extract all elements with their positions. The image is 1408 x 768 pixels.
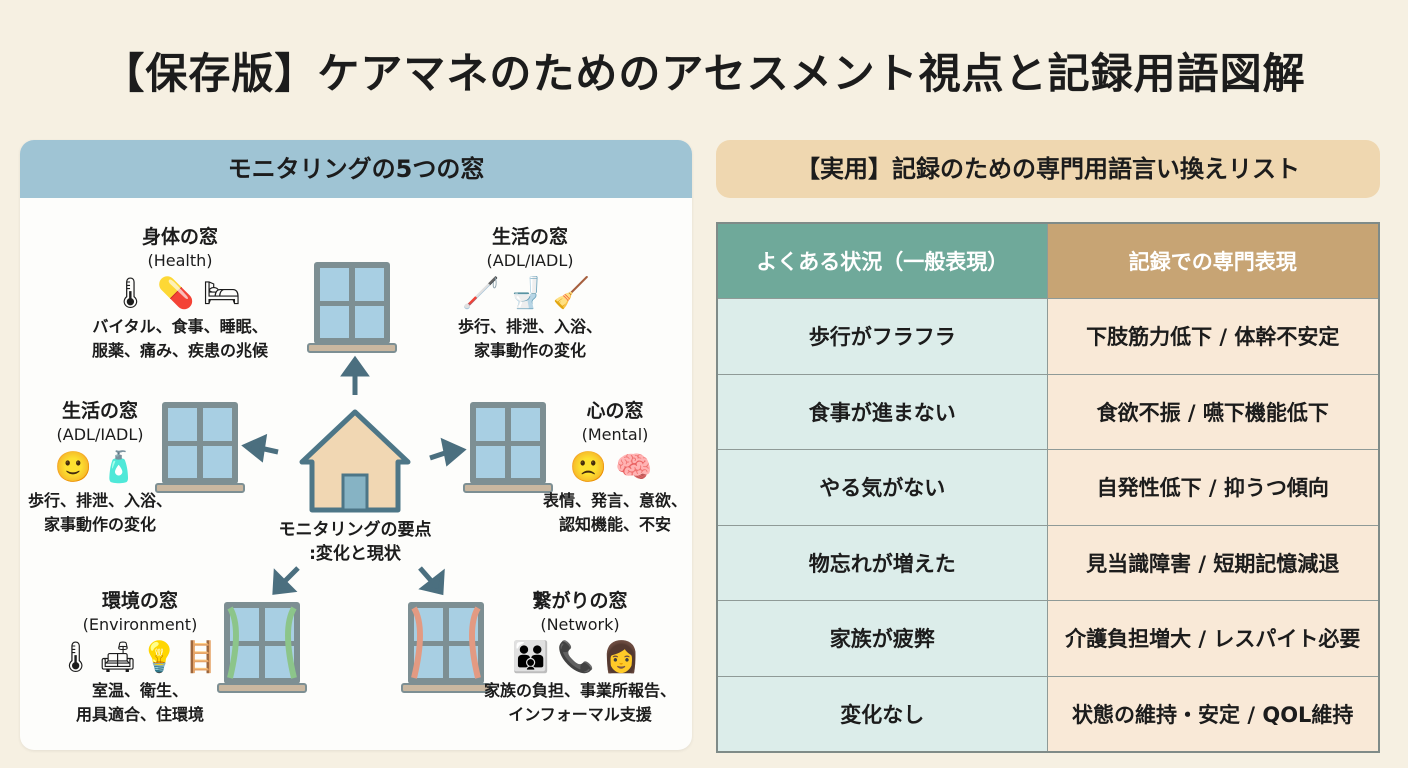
general-expression-cell: 食事が進まない xyxy=(716,373,1048,450)
general-expression-cell: 変化なし xyxy=(716,675,1048,752)
table-row: 食事が進まない食欲不振 / 嚥下機能低下 xyxy=(716,373,1380,450)
window-detail: 認知機能、不安 xyxy=(558,515,671,534)
window-title: 繋がりの窓 xyxy=(532,590,628,612)
environment-icons: 🌡🛋💡🪜 xyxy=(50,640,230,675)
table-row: 物忘れが増えた見当識障害 / 短期記憶減退 xyxy=(716,524,1380,601)
window-diagram xyxy=(155,261,553,693)
window-network xyxy=(401,601,491,693)
table-row: 変化なし状態の維持・安定 / QOL維持 xyxy=(716,675,1380,752)
window-title: 生活の窓 xyxy=(491,226,568,248)
family-icon: 👪 xyxy=(511,640,558,675)
window-detail: 歩行、排泄、入浴、 xyxy=(457,317,602,336)
sad-face-icon: 🙁 xyxy=(569,450,615,485)
window-detail: 歩行、排泄、入浴、 xyxy=(27,491,172,510)
column-header-professional: 記録での専門表現 xyxy=(1046,222,1380,299)
window-subtitle: (ADL/IADL) xyxy=(486,251,574,270)
window-detail: 家事動作の変化 xyxy=(473,341,586,360)
window-title: 心の窓 xyxy=(586,400,644,422)
brain-icon: 🧠 xyxy=(615,450,661,485)
table-row: 歩行がフラフラ下肢筋力低下 / 体幹不安定 xyxy=(716,298,1380,375)
window-group-environment: 環境の窓 (Environment) 🌡🛋💡🪜 室温、衛生、 用具適合、住環境 xyxy=(50,586,230,727)
vacuum-icon: 🧹 xyxy=(552,276,599,311)
window-group-health: 身体の窓 (Health) 🌡💊🛏 バイタル、食事、睡眠、 服薬、痛み、疾患の兆… xyxy=(60,222,300,363)
professional-term-cell: 食欲不振 / 嚥下機能低下 xyxy=(1046,373,1380,450)
window-detail: 用具適合、住環境 xyxy=(75,705,204,724)
center-label: :変化と現状 xyxy=(309,544,401,564)
window-detail: 服薬、痛み、疾患の兆候 xyxy=(91,341,268,360)
monitoring-windows-panel: モニタリングの5つの窓 xyxy=(20,140,692,750)
toilet-icon: 🚽 xyxy=(507,276,553,311)
window-subtitle: (ADL/IADL) xyxy=(56,425,144,444)
window-title: 身体の窓 xyxy=(141,226,218,248)
adl-icons: 🙂🧴 xyxy=(20,450,180,485)
bed-icon: 🛏 xyxy=(202,276,249,311)
monitoring-key-point: モニタリングの要点 :変化と現状 xyxy=(245,518,465,566)
terminology-table: よくある状況（一般表現） 記録での専門表現 歩行がフラフラ下肢筋力低下 / 体幹… xyxy=(716,222,1380,753)
window-subtitle: (Health) xyxy=(147,251,213,270)
house-icon xyxy=(299,409,411,513)
thermometer-icon: 🌡 xyxy=(56,640,99,675)
window-group-adl-left: 生活の窓 (ADL/IADL) 🙂🧴 歩行、排泄、入浴、 家事動作の変化 xyxy=(20,396,180,537)
window-title: 環境の窓 xyxy=(101,590,178,612)
professional-term-cell: 状態の維持・安定 / QOL維持 xyxy=(1046,675,1380,752)
table-row: やる気がない自発性低下 / 抑うつ傾向 xyxy=(716,449,1380,526)
health-icons: 🌡💊🛏 xyxy=(60,276,300,311)
window-environment xyxy=(217,601,307,693)
professional-term-cell: 自発性低下 / 抑うつ傾向 xyxy=(1046,449,1380,526)
window-detail: 家族の負担、事業所報告、 xyxy=(483,681,676,700)
panel-header: モニタリングの5つの窓 xyxy=(20,140,692,198)
bottle-icon: 🧴 xyxy=(100,450,146,485)
window-group-mental: 心の窓 (Mental) 🙁🧠 表情、発言、意欲、 認知機能、不安 xyxy=(540,396,690,537)
professional-term-cell: 見当識障害 / 短期記憶減退 xyxy=(1046,524,1380,601)
window-detail: バイタル、食事、睡眠、 xyxy=(92,317,268,336)
general-expression-cell: 家族が疲弊 xyxy=(716,600,1048,677)
sofa-icon: 🛋 xyxy=(98,640,141,675)
general-expression-cell: やる気がない xyxy=(716,449,1048,526)
adl-icons: 🦯🚽🧹 xyxy=(420,276,640,311)
table-header-row: よくある状況（一般表現） 記録での専門表現 xyxy=(716,222,1380,299)
phone-icon: 📞 xyxy=(557,640,603,675)
pill-icon: 💊 xyxy=(157,276,203,311)
arrows xyxy=(241,355,467,596)
mental-icons: 🙁🧠 xyxy=(540,450,690,485)
network-icons: 👪📞👩 xyxy=(470,640,690,675)
lamp-icon: 💡 xyxy=(140,640,183,675)
page-title: 【保存版】ケアマネのためのアセスメント視点と記録用語図解 xyxy=(102,49,1306,98)
handrail-icon: 🪜 xyxy=(182,640,224,675)
thermometer-icon: 🌡 xyxy=(111,276,158,311)
window-subtitle: (Mental) xyxy=(581,425,649,444)
table-row: 家族が疲弊介護負担増大 / レスパイト必要 xyxy=(716,600,1380,677)
window-detail: 表情、発言、意欲、 xyxy=(542,491,687,510)
general-expression-cell: 物忘れが増えた xyxy=(716,524,1048,601)
column-header-general: よくある状況（一般表現） xyxy=(716,222,1048,299)
professional-term-cell: 下肢筋力低下 / 体幹不安定 xyxy=(1046,298,1380,375)
window-detail: インフォーマル支援 xyxy=(508,705,652,724)
caregiver-icon: 👩 xyxy=(602,640,649,675)
window-detail: 家事動作の変化 xyxy=(43,515,156,534)
window-right xyxy=(463,401,553,493)
general-expression-cell: 歩行がフラフラ xyxy=(716,298,1048,375)
window-detail: 室温、衛生、 xyxy=(91,681,188,700)
window-title: 生活の窓 xyxy=(61,400,138,422)
terminology-header: 【実用】記録のための専門用語言い換えリスト xyxy=(716,140,1380,198)
smile-face-icon: 🙂 xyxy=(54,450,100,485)
professional-term-cell: 介護負担増大 / レスパイト必要 xyxy=(1046,600,1380,677)
window-top xyxy=(307,261,397,353)
window-group-network: 繋がりの窓 (Network) 👪📞👩 家族の負担、事業所報告、 インフォーマル… xyxy=(470,586,690,727)
walker-icon: 🦯 xyxy=(461,276,508,311)
window-group-adl-top: 生活の窓 (ADL/IADL) 🦯🚽🧹 歩行、排泄、入浴、 家事動作の変化 xyxy=(420,222,640,363)
window-subtitle: (Environment) xyxy=(82,615,198,634)
window-subtitle: (Network) xyxy=(540,615,620,634)
center-label: モニタリングの要点 xyxy=(278,520,432,540)
